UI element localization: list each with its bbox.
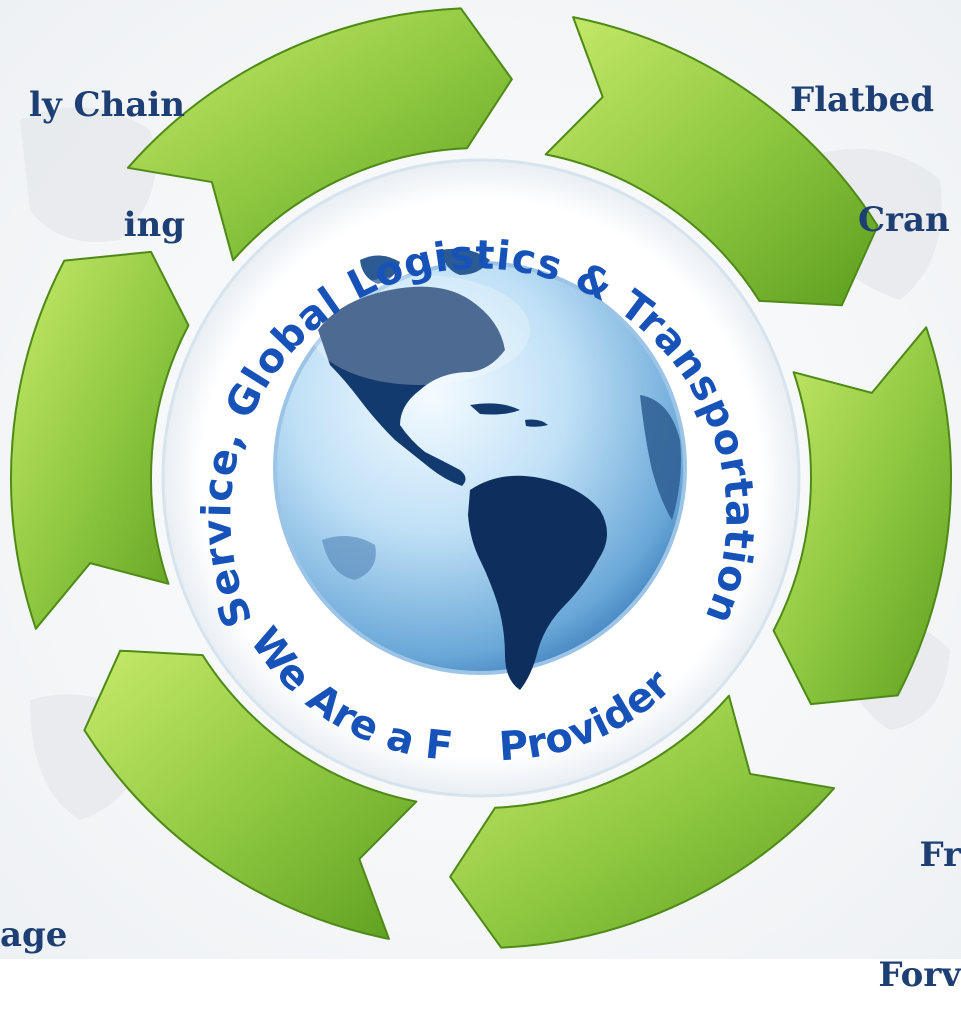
label-line: ing [123, 205, 185, 245]
label-line: Fr [919, 835, 961, 875]
label-flatbed-crane: Flatbed Cran [790, 0, 950, 280]
label-line: Flatbed [790, 80, 934, 120]
label-line: age [0, 915, 68, 955]
label-line: Cran [858, 200, 950, 240]
label-line: ly Chain [29, 85, 185, 125]
label-freight-forwarding: Fr Forv [820, 755, 961, 1035]
logistics-cycle-diagram: Service, Global Logistics & Transportati… [0, 0, 961, 959]
label-supply-chain: ly Chain ing [0, 5, 185, 285]
globe-icon [273, 248, 687, 690]
label-line: Forv [878, 955, 961, 995]
cycle-arrow-segment [544, 16, 879, 307]
cycle-arrow-segment [10, 250, 190, 630]
cycle-arrow-segment [126, 7, 513, 262]
cycle-arrow-segment [83, 649, 418, 940]
cycle-arrow-segment [449, 694, 836, 949]
green-cycle-arrows-icon [10, 7, 952, 949]
cycle-arrow-segment [772, 326, 952, 706]
label-storage: age [0, 835, 67, 995]
